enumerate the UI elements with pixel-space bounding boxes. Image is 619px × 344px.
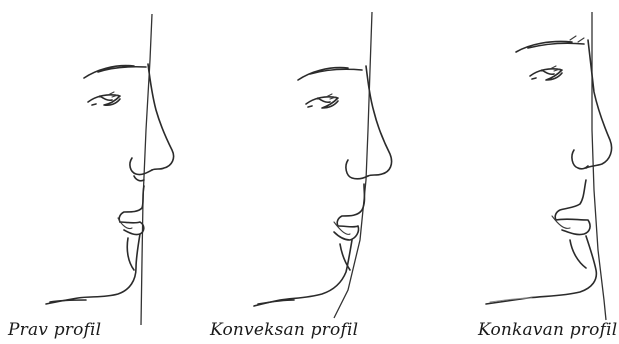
profile-reference-line: [334, 12, 372, 318]
caption-convex-profile: Konveksan profil: [210, 320, 358, 340]
neck-line: [258, 244, 350, 304]
panel-concave-profile: Konkavan profil: [420, 0, 619, 344]
profile-reference-line: [141, 14, 152, 325]
panel-straight-profile: Prav profil: [0, 0, 205, 344]
concave-profile-drawing: [420, 0, 619, 330]
mouth-corner: [334, 222, 350, 234]
neck-line: [570, 240, 586, 268]
straight-profile-drawing: [0, 0, 205, 330]
nostril: [346, 160, 368, 179]
eyebrow: [298, 68, 362, 80]
lower-lip: [556, 219, 590, 234]
upper-lip: [555, 180, 586, 220]
lower-lip: [334, 226, 359, 240]
chin-jaw: [254, 240, 352, 306]
eyebrow-hair: [570, 36, 584, 42]
chin-jaw: [486, 236, 596, 304]
eyebrow: [84, 66, 146, 78]
nostril: [130, 158, 152, 181]
chin-jaw: [46, 234, 140, 304]
nose-profile: [148, 64, 174, 170]
caption-straight-profile: Prav profil: [8, 320, 101, 340]
nose-profile: [586, 40, 612, 168]
caption-concave-profile: Konkavan profil: [478, 320, 617, 340]
nostril: [572, 150, 588, 169]
eyebrow: [516, 41, 584, 52]
convex-profile-drawing: [200, 0, 420, 330]
upper-lip: [119, 186, 144, 222]
panel-convex-profile: Konveksan profil: [200, 0, 420, 344]
upper-lip: [337, 184, 364, 226]
